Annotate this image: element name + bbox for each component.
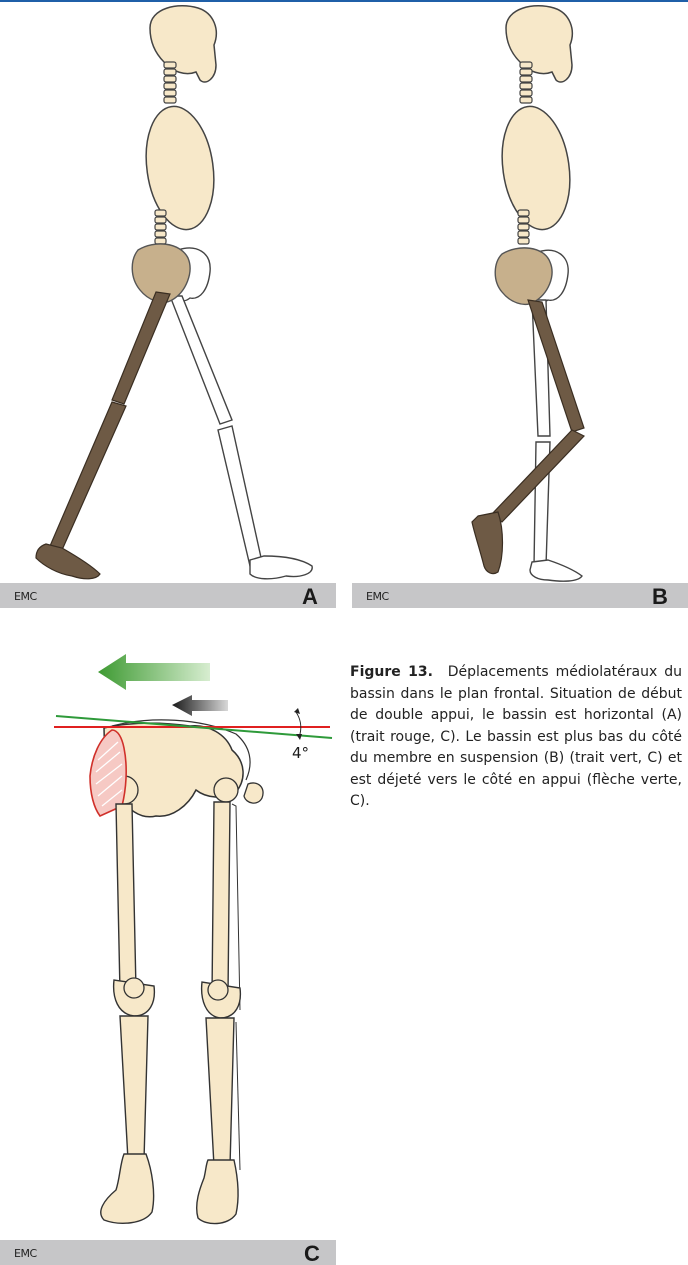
- lumbar-spine: [155, 210, 166, 244]
- patella-left: [124, 978, 144, 998]
- panel-a: [0, 0, 336, 585]
- figure-caption: Figure 13. Déplacements médiolatéraux du…: [350, 662, 682, 813]
- panel-label-b: B: [652, 584, 668, 608]
- foot-near: [36, 544, 100, 579]
- foot-near: [472, 512, 503, 574]
- thorax: [139, 102, 222, 234]
- leg-near-thigh: [112, 292, 170, 404]
- green-arrow-icon: [98, 654, 210, 690]
- emc-logo: EMC: [14, 590, 37, 603]
- foot-left: [101, 1154, 154, 1223]
- panel-label-a: A: [302, 584, 318, 608]
- femur-right-shadow: [232, 804, 240, 1010]
- femur-left: [116, 804, 136, 992]
- angle-label: 4°: [292, 744, 309, 762]
- panel-label-c: C: [304, 1241, 320, 1265]
- ground-bar-b: EMC B: [352, 583, 688, 608]
- sacrum: [244, 783, 263, 803]
- panel-c: 4°: [0, 630, 336, 1240]
- cervical-spine: [164, 62, 176, 103]
- ground-bar-c: EMC C: [0, 1240, 336, 1265]
- leg-near-shank: [50, 402, 126, 550]
- panel-b: [352, 0, 688, 585]
- tibia-right-shadow: [236, 1022, 240, 1170]
- skull: [506, 6, 572, 82]
- emc-logo: EMC: [366, 590, 389, 603]
- ground-bar-a: EMC A: [0, 583, 336, 608]
- femoral-head-right: [214, 778, 238, 802]
- femur-right: [212, 802, 230, 994]
- patella-right: [208, 980, 228, 1000]
- tibia-left: [120, 1016, 148, 1160]
- leg-far-thigh: [170, 296, 232, 424]
- foot-right: [197, 1160, 238, 1224]
- skull: [150, 6, 216, 82]
- foot-far: [530, 560, 582, 581]
- emc-logo: EMC: [14, 1247, 37, 1260]
- dark-arrow-icon: [172, 695, 228, 716]
- angle-arc: [296, 712, 301, 734]
- figure-caption-text: Déplacements médiolatéraux du bassin dan…: [350, 664, 682, 809]
- foot-far: [250, 556, 312, 579]
- thorax: [495, 102, 578, 234]
- gluteus-medius: [90, 730, 126, 816]
- cervical-spine: [520, 62, 532, 103]
- tibia-right: [206, 1018, 234, 1166]
- lumbar-spine: [518, 210, 529, 244]
- leg-far-shank: [218, 426, 262, 566]
- figure-number: Figure 13.: [350, 664, 448, 680]
